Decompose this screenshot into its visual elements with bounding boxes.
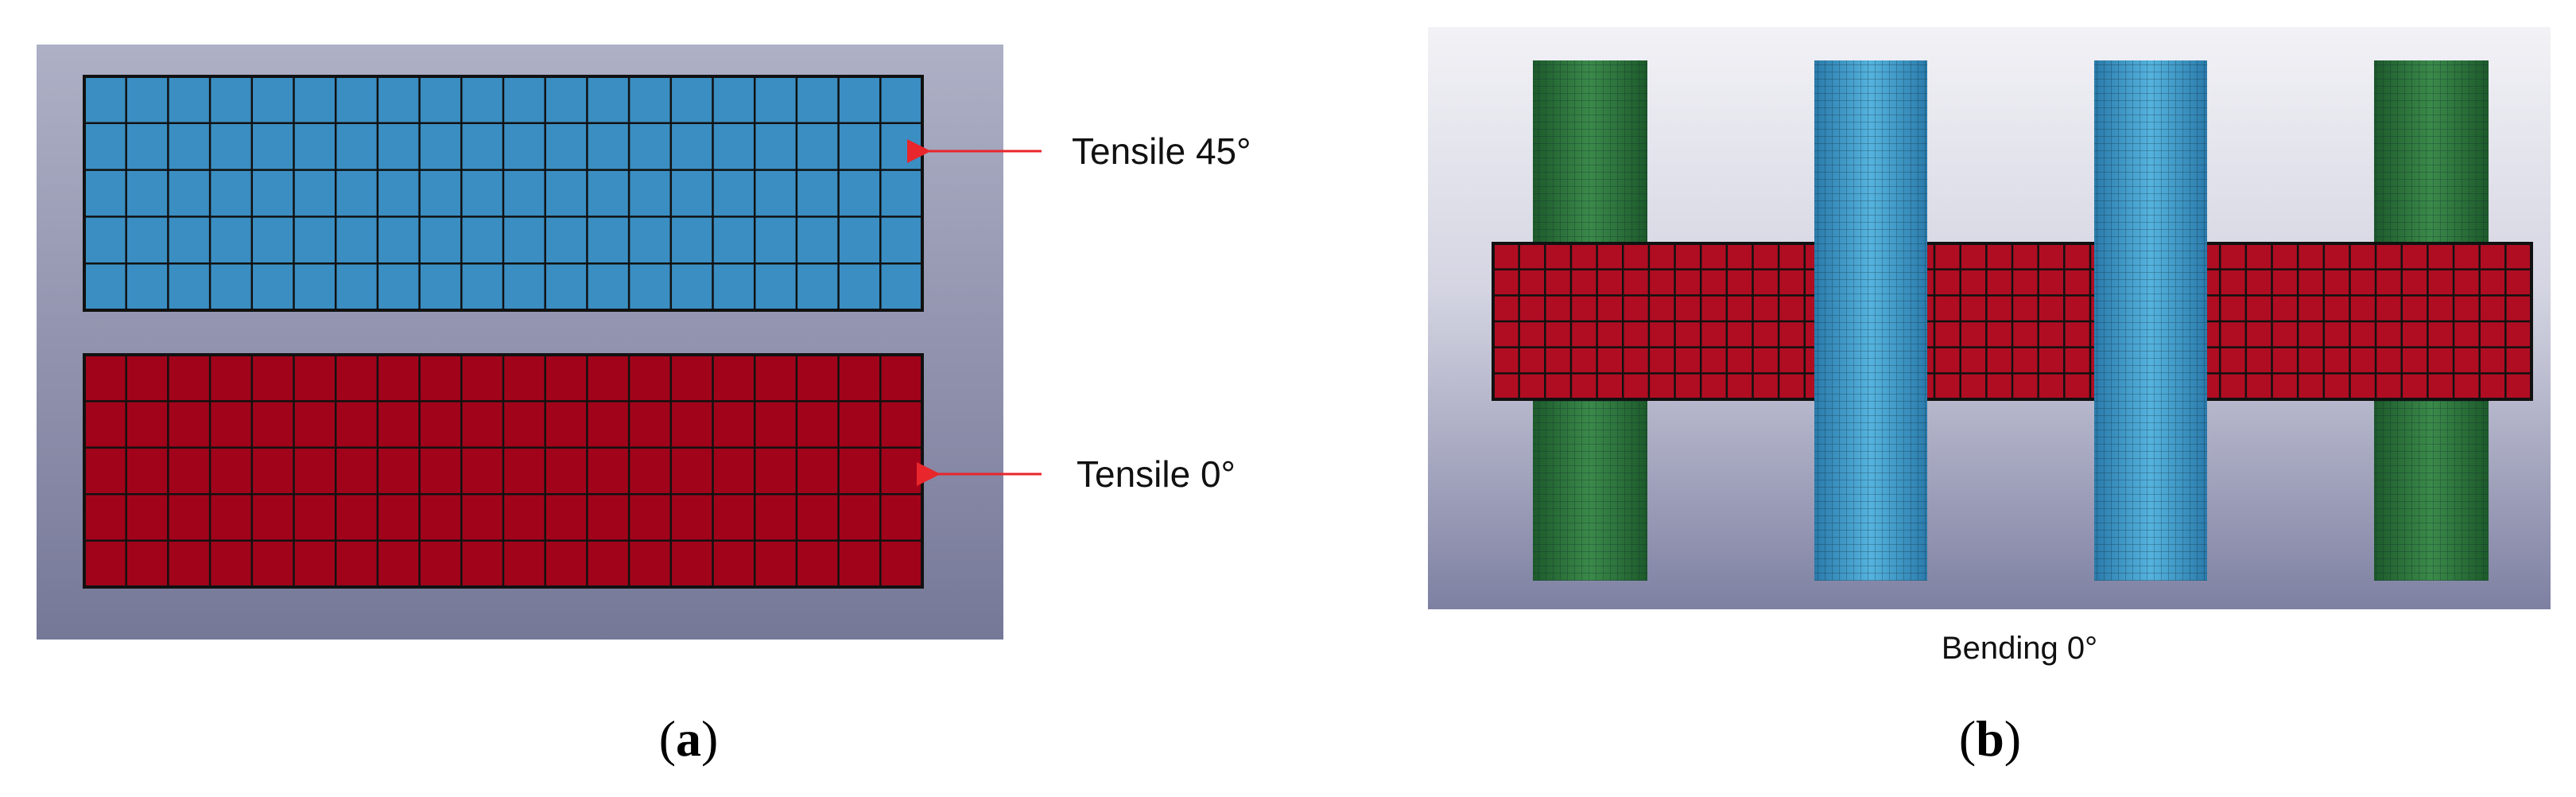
tensile-45-specimen bbox=[83, 75, 924, 312]
loading-roller-right bbox=[2094, 60, 2207, 581]
panel-a: Tensile 45° Tensile 0° (a) bbox=[37, 45, 1251, 767]
loading-roller-left bbox=[1814, 60, 1927, 581]
caption-a: (a) bbox=[659, 710, 719, 767]
tensile-0-label: Tensile 0° bbox=[1077, 453, 1236, 495]
panel-b: Bending 0° (b) bbox=[1428, 27, 2551, 767]
caption-b: (b) bbox=[1959, 710, 2021, 767]
tensile-45-label: Tensile 45° bbox=[1072, 130, 1251, 172]
bending-label: Bending 0° bbox=[1942, 631, 2097, 666]
tensile-0-specimen bbox=[83, 353, 924, 589]
bending-specimen bbox=[1492, 242, 2533, 401]
